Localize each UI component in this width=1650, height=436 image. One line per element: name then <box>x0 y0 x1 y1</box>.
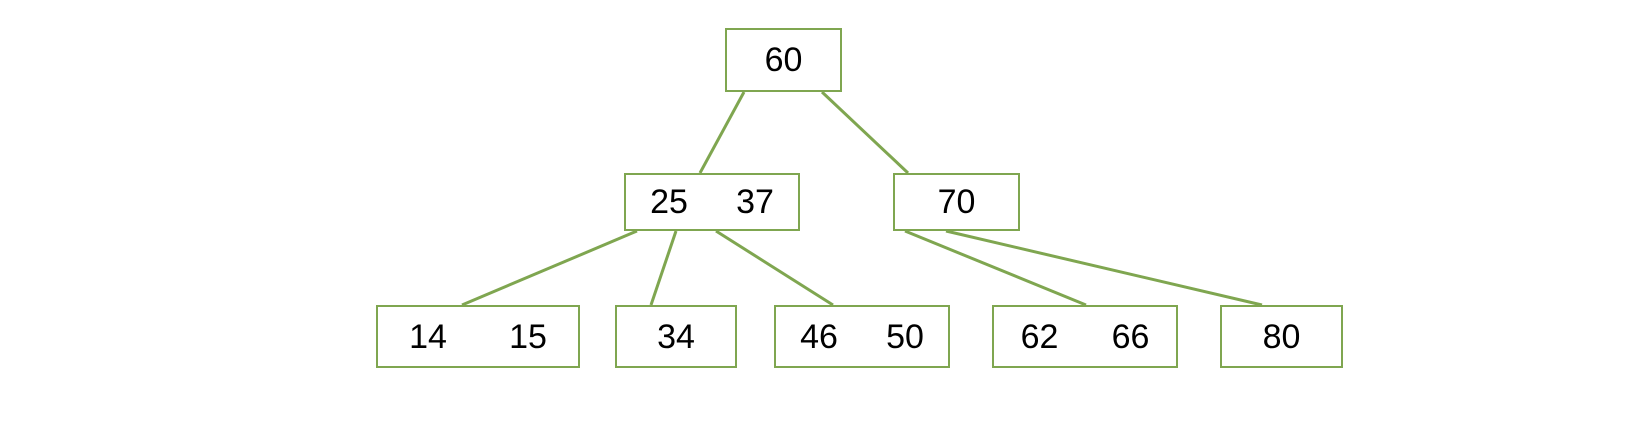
node-key: 34 <box>657 317 695 356</box>
node-14-15[interactable]: 14 15 <box>376 305 580 368</box>
node-root-60[interactable]: 60 <box>725 28 842 92</box>
edge-25-37-to-34 <box>649 230 678 306</box>
node-key: 37 <box>736 183 774 221</box>
node-46-50[interactable]: 46 50 <box>774 305 950 368</box>
node-key: 70 <box>937 183 976 221</box>
edge-70-to-62-66 <box>904 229 1087 307</box>
node-key: 66 <box>1111 317 1150 356</box>
node-80[interactable]: 80 <box>1220 305 1343 368</box>
node-key: 80 <box>1262 317 1301 356</box>
edge-25-37-to-14-15 <box>461 229 638 307</box>
node-25-37[interactable]: 25 37 <box>624 173 800 231</box>
node-key: 60 <box>764 41 803 79</box>
node-34[interactable]: 34 <box>615 305 737 368</box>
node-key: 62 <box>1020 317 1059 356</box>
node-key: 50 <box>886 317 924 356</box>
node-key: 15 <box>509 317 547 356</box>
edge-25-37-to-46-50 <box>715 229 834 307</box>
edge-70-to-80 <box>945 229 1263 307</box>
edge-root-to-70 <box>820 90 910 175</box>
node-62-66[interactable]: 62 66 <box>992 305 1178 368</box>
node-70[interactable]: 70 <box>893 173 1020 231</box>
node-key: 14 <box>409 317 447 356</box>
node-key: 25 <box>650 183 688 221</box>
edge-root-to-25-37 <box>698 91 746 174</box>
node-key: 46 <box>800 317 838 356</box>
